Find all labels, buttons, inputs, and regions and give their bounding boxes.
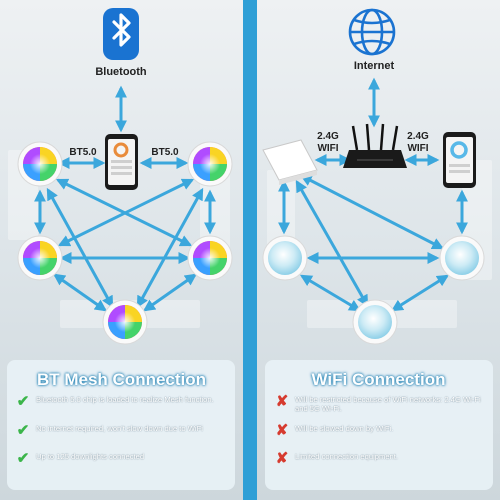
rgb-downlight-3-icon (17, 235, 63, 281)
wifi-arrows (278, 77, 468, 312)
smartphone-icon (105, 134, 138, 190)
bt-feature-2-text: No internet required, won't slow down du… (36, 424, 203, 433)
wifi-feature-1: ✘ Will be restricted because of WiFi net… (275, 393, 485, 414)
bt-feature-2: ✔ No internet required, won't slow down … (16, 422, 226, 439)
check-icon: ✔ (16, 393, 30, 410)
wifi-feature-3: ✘ Limited connection equipment. (275, 450, 485, 467)
arrow-light2-light3 (390, 274, 450, 312)
arrow-light2-light5 (136, 187, 204, 309)
arrow-light1-light3 (299, 274, 362, 312)
rgb-downlight-1-icon (17, 141, 63, 187)
cross-icon: ✘ (275, 393, 289, 410)
bt-info-card (7, 360, 235, 490)
wifi-card-title: WiFi Connection (311, 370, 446, 389)
wifi-feature-2-text: Will be slowed down by WiFi. (295, 424, 394, 433)
wifi-router-icon (343, 123, 407, 168)
soft-downlight-2-icon (439, 235, 485, 281)
soft-downlight-3-icon (352, 299, 398, 345)
globe-icon (348, 8, 396, 56)
bluetooth-logo-icon (103, 8, 139, 60)
rgb-downlight-4-icon (187, 235, 233, 281)
soft-downlight-1-icon (262, 235, 308, 281)
bt-card-title: BT Mesh Connection (36, 370, 207, 389)
bt-feature-3: ✔ Up to 125 downlights connected (16, 450, 226, 467)
bt-feature-1-text: Bluetooth 5.0 chip is loaded to realize … (36, 395, 214, 404)
wifi-hub-icon (262, 139, 318, 185)
internet-label: Internet (353, 60, 395, 72)
wifi-diagram (262, 8, 485, 345)
bt-link-left-label: BT5.0 (69, 147, 97, 158)
wifi-info-card (265, 360, 493, 490)
check-icon: ✔ (16, 422, 30, 439)
check-icon: ✔ (16, 450, 30, 467)
bt-link-right-label: BT5.0 (151, 147, 179, 158)
arrow-hub-light3 (295, 179, 369, 308)
bt-mesh-diagram (17, 8, 233, 345)
wifi-link-right-label: 2.4G WIFI (407, 131, 429, 154)
cross-icon: ✘ (275, 450, 289, 467)
wifi-link-left-label: 2.4G WIFI (317, 131, 339, 154)
arrow-light1-light5 (46, 187, 114, 309)
wifi-panel: Internet 2.4G WIFI 2.4G WIFI WiFi Connec… (257, 0, 500, 500)
bt-feature-3-text: Up to 125 downlights connected (36, 452, 145, 461)
wifi-feature-1-text: Will be restricted because of WiFi netwo… (295, 395, 481, 414)
cross-icon: ✘ (275, 422, 289, 439)
wifi-feature-2: ✘ Will be slowed down by WiFi. (275, 422, 485, 439)
wifi-feature-3-text: Limited connection equipment. (295, 452, 399, 461)
bt-mesh-arrows (34, 85, 216, 312)
smartphone-icon (443, 132, 476, 188)
bt-mesh-panel: Bluetooth BT5.0 BT5.0 BT Mesh Connection… (0, 0, 243, 500)
rgb-downlight-5-icon (102, 299, 148, 345)
bt-feature-1: ✔ Bluetooth 5.0 chip is loaded to realiz… (16, 393, 226, 410)
arrow-hub-light2 (299, 174, 445, 250)
center-divider (243, 0, 257, 500)
bluetooth-label: Bluetooth (95, 66, 147, 78)
rgb-downlight-2-icon (187, 141, 233, 187)
